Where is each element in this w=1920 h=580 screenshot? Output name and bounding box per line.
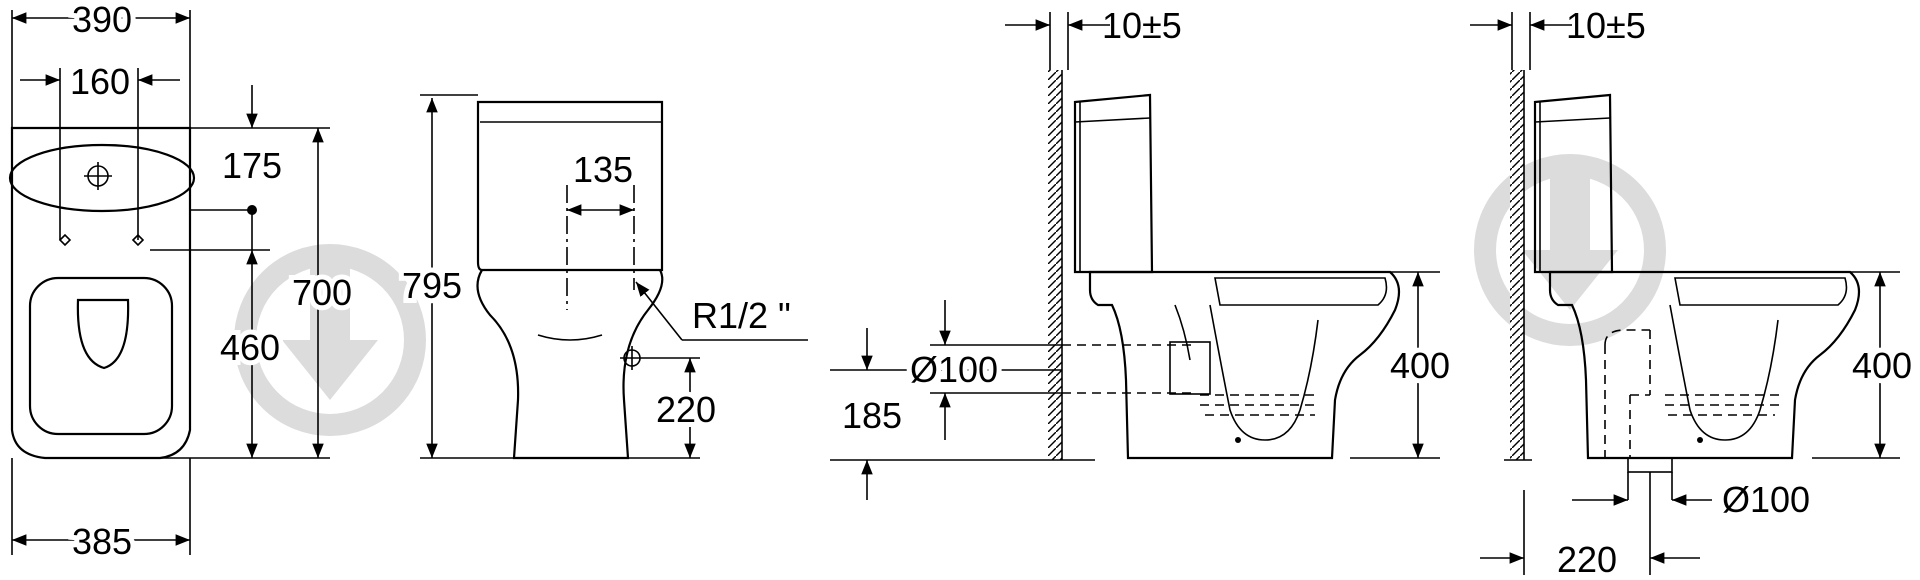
bowl-outline bbox=[1088, 270, 1401, 460]
dim-width-top: 390 bbox=[72, 0, 132, 40]
dim-valve-offset: 135 bbox=[573, 149, 633, 190]
wall-hatch bbox=[1048, 70, 1062, 460]
side-view: 795 135 R1/2 " 220 bbox=[397, 94, 808, 460]
front-view: 390 160 175 700 460 385 bbox=[8, 0, 357, 567]
dim-inlet-to-front: 460 bbox=[220, 327, 280, 368]
dim-inlet-spacing: 160 bbox=[70, 61, 130, 102]
wall-view-vertical-outlet: 10±5 400 Ø100 220 bbox=[1470, 5, 1917, 580]
dim-wall-gap: 10±5 bbox=[1566, 5, 1646, 46]
dim-width-bottom: 385 bbox=[72, 521, 132, 562]
dim-outlet-offset: 220 bbox=[1557, 539, 1617, 580]
bowl-opening bbox=[76, 298, 130, 370]
dim-bowl-height: 400 bbox=[1390, 345, 1450, 386]
dim-inlet-height: 220 bbox=[656, 389, 716, 430]
pedestal-outline bbox=[476, 269, 664, 460]
tank-outline bbox=[476, 100, 664, 272]
bowl-outline bbox=[1548, 270, 1861, 460]
label-inlet-thread: R1/2 " bbox=[692, 295, 791, 336]
watermark-logo-left bbox=[234, 244, 426, 436]
dim-top-to-inlet: 175 bbox=[222, 145, 282, 186]
tank-lid-ellipse bbox=[8, 143, 196, 213]
dim-bowl-height: 400 bbox=[1852, 345, 1912, 386]
dim-outlet-diameter: Ø100 bbox=[1722, 479, 1810, 520]
dim-outlet-diameter: Ø100 bbox=[910, 349, 998, 390]
toilet-top-outline bbox=[10, 126, 192, 460]
wall-hatch bbox=[1510, 70, 1524, 460]
dim-total-height: 795 bbox=[402, 265, 462, 306]
dim-total-depth: 700 bbox=[292, 272, 352, 313]
seat-outline bbox=[28, 276, 174, 436]
dim-outlet-height: 185 bbox=[842, 395, 902, 436]
wall-view-horizontal-outlet: 10±5 Ø100 185 400 bbox=[830, 5, 1455, 500]
dim-wall-gap: 10±5 bbox=[1102, 5, 1182, 46]
